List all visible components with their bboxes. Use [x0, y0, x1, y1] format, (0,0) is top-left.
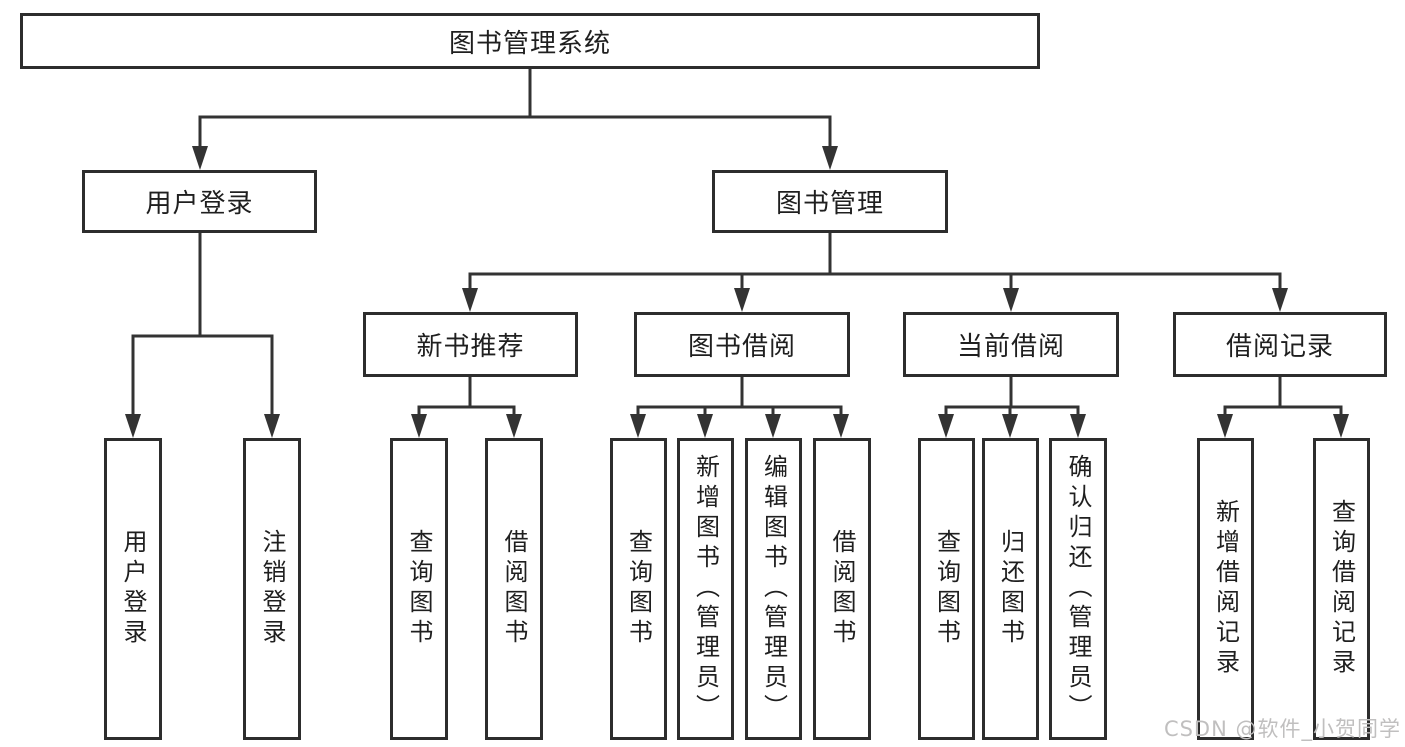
node-query-borrow-record: 查询借阅记录	[1313, 438, 1370, 740]
node-query-books-rec: 查询图书	[390, 438, 448, 740]
node-label: 归还图书	[996, 529, 1025, 649]
node-label: 查询图书	[932, 529, 961, 649]
node-confirm-return-admin: 确认归还（管理员）	[1049, 438, 1107, 740]
node-label: 借阅记录	[1225, 332, 1334, 362]
node-library-system: 图书管理系统	[20, 13, 1040, 69]
node-label: 图书借阅	[687, 332, 796, 362]
csdn-watermark: CSDN @软件_小贺同学	[1163, 717, 1401, 741]
node-label: 当前借阅	[956, 332, 1065, 362]
node-user-login-group: 用户登录	[82, 170, 317, 233]
node-borrowing-records: 借阅记录	[1173, 312, 1387, 377]
node-label: 借阅图书	[828, 529, 856, 649]
node-edit-book-admin: 编辑图书（管理员）	[745, 438, 802, 740]
node-label: 用户登录	[119, 529, 147, 649]
node-label: 图书管理系统	[448, 28, 611, 59]
node-borrow-books-rec: 借阅图书	[485, 438, 543, 740]
node-add-borrow-record: 新增借阅记录	[1197, 438, 1254, 740]
node-query-books-current: 查询图书	[918, 438, 975, 740]
node-label: 查询图书	[405, 529, 433, 649]
node-label: 借阅图书	[500, 529, 528, 649]
node-label: 确认归还（管理员）	[1064, 454, 1092, 724]
node-label: 新书推荐	[416, 332, 525, 362]
node-query-books-borrow: 查询图书	[610, 438, 667, 740]
node-label: 查询图书	[624, 529, 653, 649]
node-logout: 注销登录	[243, 438, 301, 740]
node-book-borrowing: 图书借阅	[634, 312, 850, 377]
node-user-login: 用户登录	[104, 438, 162, 740]
node-new-book-recommend: 新书推荐	[363, 312, 578, 377]
node-book-management: 图书管理	[712, 170, 948, 233]
node-label: 用户登录	[145, 189, 254, 219]
node-label: 图书管理	[775, 189, 884, 219]
node-add-book-admin: 新增图书（管理员）	[677, 438, 734, 740]
node-label: 注销登录	[258, 529, 286, 649]
node-label: 新增借阅记录	[1211, 499, 1240, 679]
node-current-borrowing: 当前借阅	[903, 312, 1119, 377]
node-label: 新增图书（管理员）	[691, 454, 720, 724]
node-return-book: 归还图书	[982, 438, 1039, 740]
node-label: 查询借阅记录	[1327, 499, 1356, 679]
node-label: 编辑图书（管理员）	[759, 454, 788, 724]
node-borrow-books-borrow: 借阅图书	[813, 438, 871, 740]
